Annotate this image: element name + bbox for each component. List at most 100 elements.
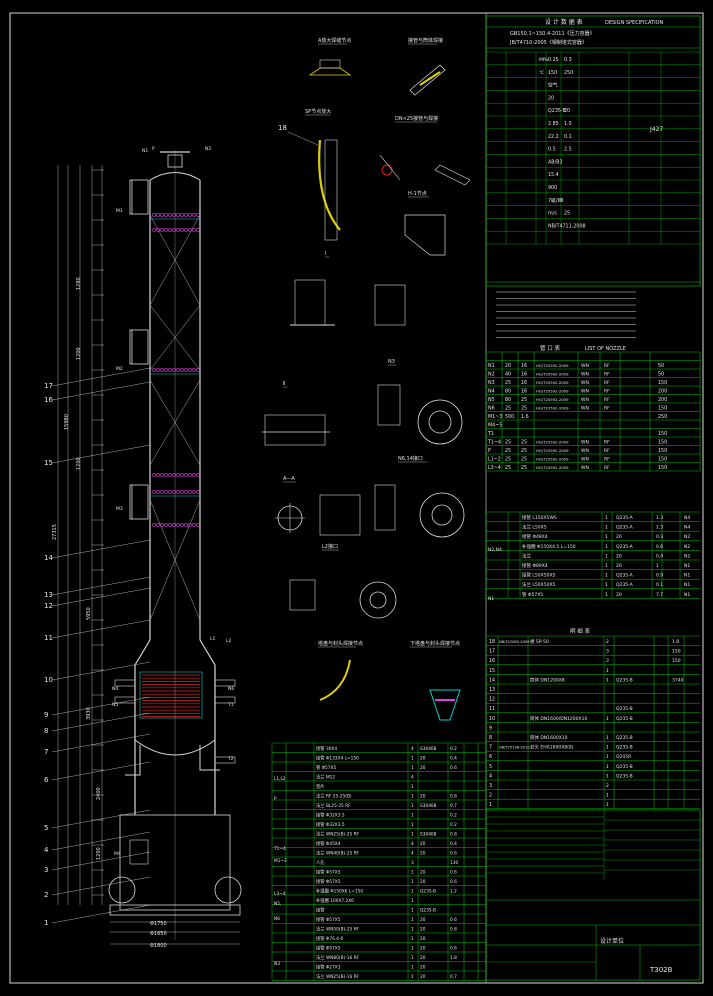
nozzle-face: WN <box>581 389 589 395</box>
part-qty: 1 <box>606 754 609 760</box>
nozzle-type: RF <box>604 448 610 454</box>
part-number: 1 <box>489 802 492 808</box>
part-tag: N1 <box>684 592 690 598</box>
distributor-hole <box>176 228 180 232</box>
distributor-hole <box>184 490 188 494</box>
nozzle-face: WN <box>581 440 589 446</box>
nozzle-tag: N2 <box>205 146 211 152</box>
nozzle-pn: 25 <box>521 406 527 412</box>
part-weight: 1.3 <box>656 525 663 531</box>
parts-group-label: L3~4 <box>274 891 286 897</box>
nozzle-standard: HG/T20592-2009 <box>536 363 569 368</box>
nozzle-id: L1~2 <box>488 457 501 463</box>
part-weight: 0.8 <box>450 794 457 800</box>
part-qty: 1 <box>411 784 414 790</box>
part-name: 接管 Φ57X5 <box>316 916 341 923</box>
part-material: 20 <box>616 553 622 559</box>
part-material: 20 <box>420 917 426 923</box>
spec-welding-rod: J427 <box>649 126 663 133</box>
distributor-hole <box>156 368 160 372</box>
nozzle-pn: 16 <box>521 372 527 378</box>
part-balloon: 18 <box>278 124 287 132</box>
leader-line <box>51 661 151 681</box>
distributor-hole <box>180 368 184 372</box>
nozzle-id: L3~4 <box>488 465 501 471</box>
distributor-hole <box>164 228 168 232</box>
distributor-hole <box>160 368 164 372</box>
nozzle-id: M4~5 <box>488 423 502 429</box>
spec-value: 1.0 <box>564 121 572 127</box>
part-name: 管 Φ57X5 <box>522 591 543 598</box>
part-weight: 150 <box>672 658 681 664</box>
leader-line <box>51 381 151 401</box>
distributor-hole <box>192 473 196 477</box>
nozzle-id: N4 <box>488 389 495 395</box>
spec-title-en: DESIGN SPECIFICATION <box>605 20 664 26</box>
title-block-frame <box>485 809 701 981</box>
nozzle-tag: T1 <box>227 702 234 708</box>
part-number: 8 <box>489 735 492 741</box>
distributor-hole <box>160 228 164 232</box>
section-title: 塔盘与封头焊接节点 <box>318 640 363 647</box>
nozzle-tag: M4 <box>114 851 121 857</box>
nozzle-standard: HG/T20592-2009 <box>536 397 569 402</box>
part-name: 接管 Φ76.4-6 <box>316 935 343 942</box>
nozzle-tag: N4 <box>112 686 118 692</box>
distributor-hole <box>160 473 164 477</box>
part-material: Q235-B <box>616 677 633 683</box>
parts-group-label: P <box>274 796 277 802</box>
side-nozzle <box>214 756 236 764</box>
distributor-hole <box>176 368 180 372</box>
part-material: 20 <box>420 794 426 800</box>
part-number: 7 <box>489 745 492 751</box>
coil-frame <box>139 671 203 719</box>
spec-value: Q235-B <box>548 108 566 114</box>
distributor-hole <box>192 228 196 232</box>
part-material: 20 <box>420 936 426 942</box>
part-name: 法兰 WN25(B)-16 RF <box>316 973 360 980</box>
part-material: 20 <box>420 870 426 876</box>
nozzle-tag: T2 <box>227 756 234 762</box>
nozzle-face: WN <box>581 406 589 412</box>
spec-value: 7級/ⅡⅢ <box>548 197 563 204</box>
distributor-hole <box>152 368 156 372</box>
distributor-hole <box>196 473 200 477</box>
nozzle-length: 150 <box>658 431 667 437</box>
nozzle-id: N1 <box>488 363 495 369</box>
distributor-hole <box>168 473 172 477</box>
part-number: 9 <box>489 725 492 731</box>
distributor-hole <box>180 473 184 477</box>
parts-list-title: 明 细 表 <box>570 627 590 635</box>
leader-line <box>51 444 151 464</box>
part-name: 人孔 <box>316 859 325 866</box>
part-balloon: 15 <box>44 459 53 467</box>
part-number: 18 <box>489 639 495 645</box>
small-nozzle <box>381 164 393 176</box>
spec-value: 150 <box>548 70 557 76</box>
part-qty: 1 <box>411 813 414 819</box>
part-weight: 0.8 <box>450 927 457 933</box>
nozzle-type: RF <box>604 465 610 471</box>
section-aa-plate <box>319 494 361 536</box>
leader-line <box>51 539 151 559</box>
side-nozzle <box>214 679 236 687</box>
part-name: 接管 Φ48X4 <box>522 533 548 540</box>
distributor-hole <box>196 228 200 232</box>
nozzle-pn: 16 <box>521 380 527 386</box>
part-material: 20 <box>420 955 426 961</box>
distributor-hole <box>188 473 192 477</box>
part-name: 法兰 L50X5 <box>522 524 547 531</box>
part-material: 20 <box>420 974 426 980</box>
part-name: 筒体 DN1600/DN1200X10 <box>530 715 587 722</box>
part-weight: 0.2 <box>450 746 457 752</box>
part-balloon: 2 <box>44 891 48 899</box>
part-name: 管 Φ57X5 <box>316 764 336 771</box>
nozzle-face: WN <box>581 448 589 454</box>
part-number: 10 <box>489 716 495 722</box>
flange-plan <box>417 399 463 445</box>
nozzle-length: 150 <box>658 380 667 386</box>
distributor-hole <box>160 213 164 217</box>
part-qty: 1 <box>411 974 414 980</box>
flange-bore <box>369 591 387 609</box>
part-qty: 3 <box>606 649 609 655</box>
